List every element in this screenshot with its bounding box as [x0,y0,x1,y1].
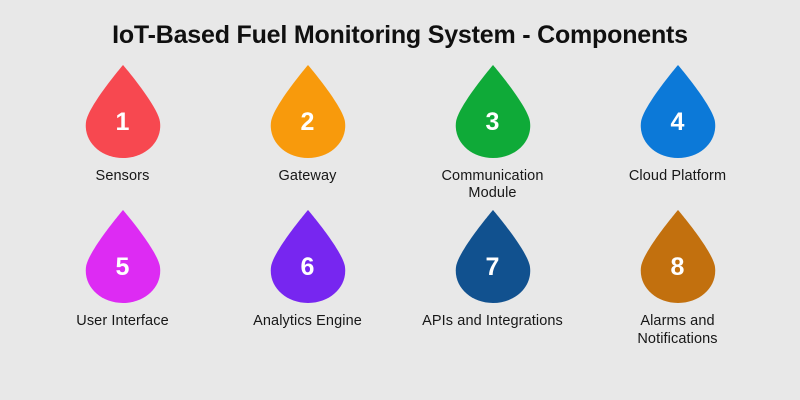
droplet-shape-1 [85,64,160,158]
droplet-shape-4 [640,64,715,158]
component-label: Gateway [278,167,337,184]
droplet-shape-6 [270,209,345,303]
component-label: User Interface [76,312,169,329]
component-item-1[interactable]: 1 Sensors [30,64,215,186]
droplet-icon: 5 [84,209,162,304]
components-grid: 1 Sensors 2 Gateway 3 [0,64,800,349]
component-item-2[interactable]: 2 Gateway [215,64,400,186]
components-row-1: 1 Sensors 2 Gateway 3 [0,64,800,203]
page-title: IoT-Based Fuel Monitoring System - Compo… [112,21,688,49]
component-label: Sensors [95,167,150,184]
droplet-shape-7 [455,209,530,303]
component-label: Analytics Engine [253,312,362,329]
droplet-icon: 3 [454,64,532,159]
droplet-icon: 7 [454,209,532,304]
droplet-shape-2 [270,64,345,158]
component-label: Communication Module [441,167,544,202]
droplet-icon: 6 [269,209,347,304]
droplet-icon: 2 [269,64,347,159]
components-row-2: 5 User Interface 6 Analytics Engine [0,209,800,348]
droplet-shape-3 [455,64,530,158]
component-item-5[interactable]: 5 User Interface [30,209,215,331]
component-label: Cloud Platform [628,167,727,184]
component-item-7[interactable]: 7 APIs and Integrations [400,209,585,331]
component-item-6[interactable]: 6 Analytics Engine [215,209,400,331]
component-item-3[interactable]: 3 Communication Module [400,64,585,203]
droplet-shape-5 [85,209,160,303]
droplet-icon: 1 [84,64,162,159]
component-label: Alarms and Notifications [637,312,718,347]
component-label: APIs and Integrations [422,312,563,329]
droplet-icon: 4 [639,64,717,159]
droplet-icon: 8 [639,209,717,304]
component-item-8[interactable]: 8 Alarms and Notifications [585,209,770,348]
component-item-4[interactable]: 4 Cloud Platform [585,64,770,186]
droplet-shape-8 [640,209,715,303]
